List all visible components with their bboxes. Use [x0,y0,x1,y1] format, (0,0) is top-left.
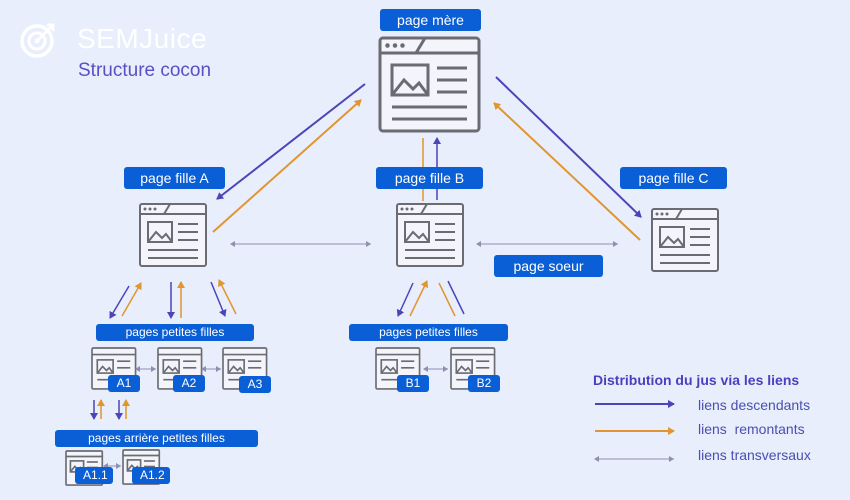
arrow-down-mere-to-fille-a [216,83,366,200]
label-pages-petites-filles-a: pages petites filles [96,324,254,341]
page-icon-fille-b [396,203,464,267]
label-pages-petites-filles-b: pages petites filles [349,324,508,341]
arrow-down-a-3 [210,281,227,317]
arrow-up-fille-c-to-mere [493,102,641,241]
brand: SEMJuice Structure cocon [20,20,260,90]
arrow-down-b-1 [396,282,414,317]
label-pages-arriere-petites-filles: pages arrière petites filles [55,430,258,447]
label-page-soeur: page soeur [494,255,603,277]
legend-liens-transversaux: liens transversaux [698,447,811,463]
semjuice-logo-icon [20,23,55,58]
label-page-mere: page mère [380,9,481,31]
label-page-fille-c: page fille C [620,167,727,189]
arrow-up-fille-a-to-mere [212,99,362,233]
badge-b1: B1 [397,375,429,392]
page-icon-fille-a [139,203,207,267]
brand-name: SEMJuice [77,23,208,54]
arrow-down-b-2 [438,282,456,317]
badge-a3: A3 [239,376,271,393]
label-page-fille-b: page fille B [376,167,483,189]
brand-subtitle: Structure cocon [78,60,212,81]
page-icon-fille-c [651,208,719,272]
badge-a1-2: A1.2 [132,467,170,484]
arrow-down-a-1 [109,285,130,319]
legend-title: Distribution du jus via les liens [593,372,800,388]
arrow-up-b-1 [409,280,428,317]
label-page-fille-a: page fille A [124,167,225,189]
badge-a1: A1 [108,375,140,392]
arrow-down-mere-to-fille-c [495,76,642,218]
badge-a1-1: A1.1 [75,467,113,484]
page-icon-mere [378,36,481,133]
legend-liens-remontants: liens remontants [698,421,805,437]
arrow-up-a-1 [121,282,142,317]
legend-liens-descendants: liens descendants [698,397,811,413]
arrow-up-a-3 [218,279,237,315]
badge-b2: B2 [468,375,500,392]
arrow-up-b-2 [447,280,465,315]
badge-a2: A2 [173,375,205,392]
